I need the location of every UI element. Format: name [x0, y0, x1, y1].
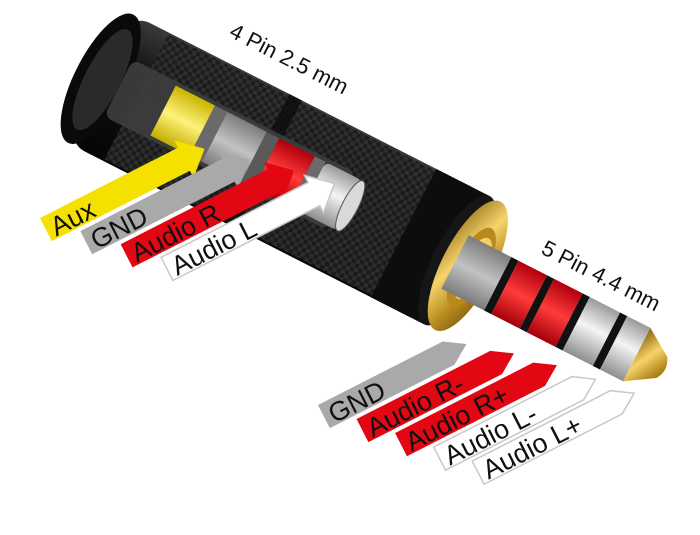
plug-band-r-plus: [526, 278, 583, 347]
plug-band-l-minus: [562, 297, 621, 366]
plug-band-gnd: [441, 235, 512, 311]
plug-4-4mm: [441, 235, 668, 382]
socket-pin-arrows: Aux GND Audio R Audio L: [40, 140, 336, 282]
socket-band-aux: [150, 85, 215, 156]
plug-pin-arrows: GND Audio R- Audio R+ Audio L- Audio L+: [318, 341, 636, 486]
plug-tip: [623, 327, 668, 382]
plug-band-r-minus: [491, 260, 548, 329]
plug-band-l-plus: [599, 316, 651, 382]
